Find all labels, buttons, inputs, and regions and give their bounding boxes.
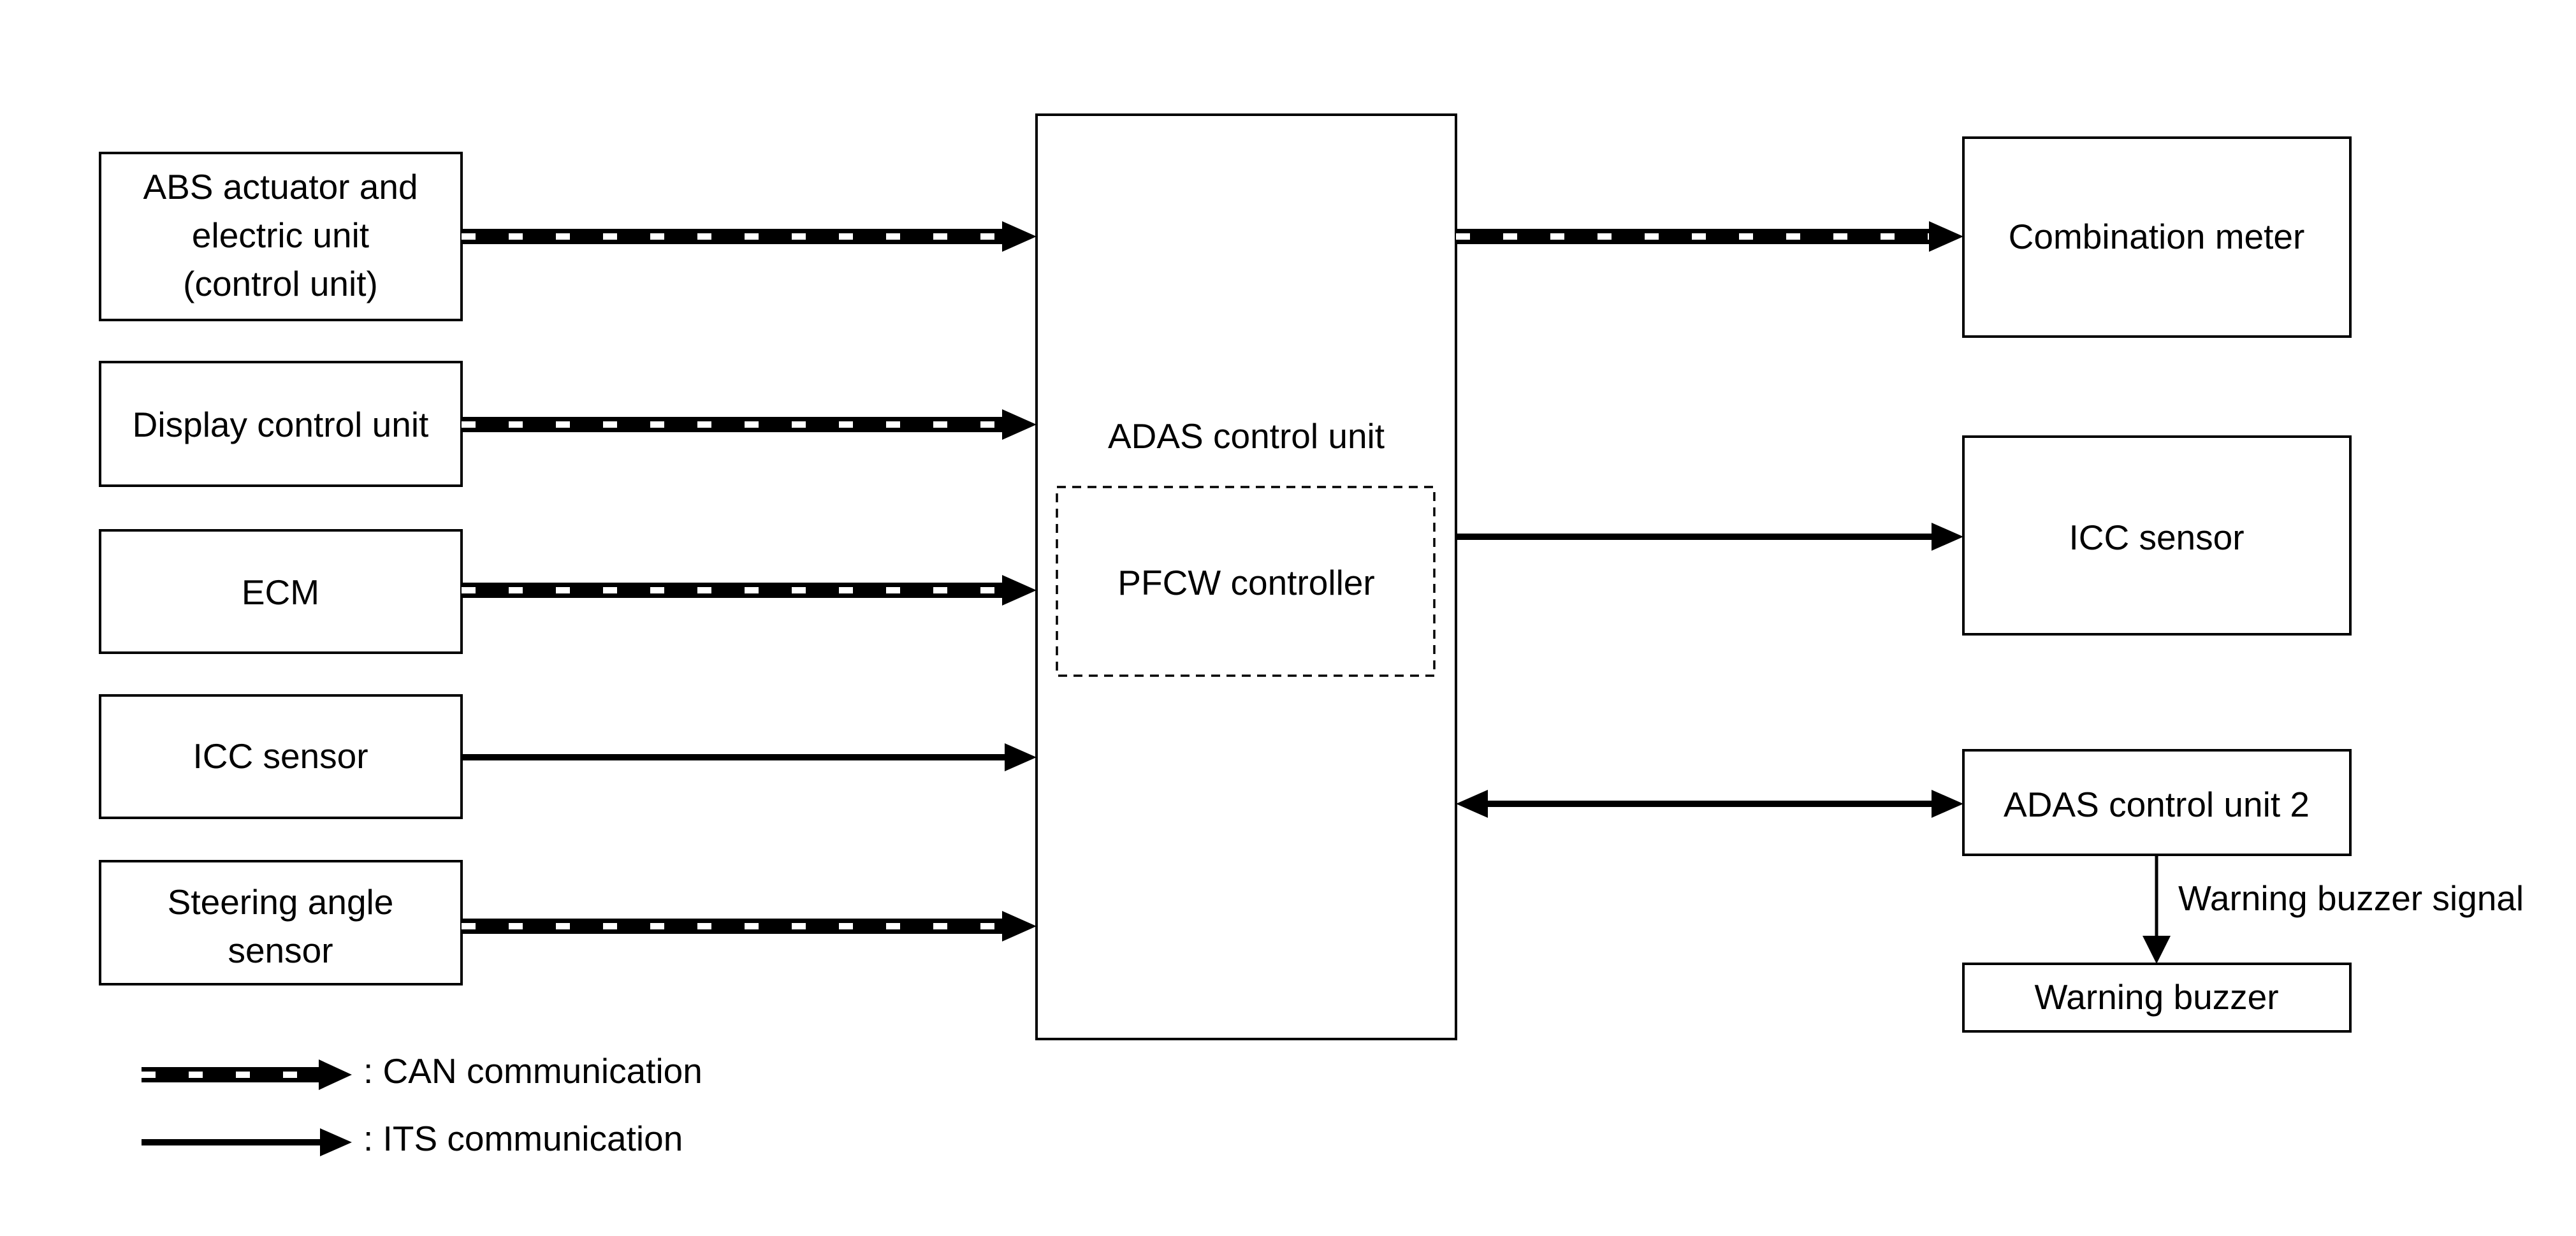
output-adas-control-unit-2: ADAS control unit 2 [1962, 749, 2352, 856]
output-icc-sensor-label: ICC sensor [2069, 518, 2244, 557]
input-ecm: ECM [99, 529, 463, 654]
link-display-to-adas [462, 409, 1037, 440]
output-icc-sensor: ICC sensor [1962, 435, 2352, 636]
pfcw-controller-box [1056, 486, 1436, 677]
link-adas-bidirectional-adas-2 [1456, 790, 1963, 818]
link-adas-2-to-buzzer [2143, 855, 2171, 964]
input-steering-line-1: Steering angle [168, 882, 394, 922]
legend-can-arrow [142, 1059, 352, 1090]
input-icc-sensor: ICC sensor [99, 694, 463, 819]
link-adas-to-combination-meter [1456, 221, 1963, 252]
output-combination-meter: Combination meter [1962, 136, 2352, 338]
legend: : CAN communication : ITS communication [142, 1051, 702, 1158]
link-icc-to-adas [462, 743, 1037, 771]
pfcw-controller-label: PFCW controller [1117, 563, 1374, 602]
input-display-control-unit: Display control unit [99, 361, 463, 487]
adas-control-unit-label: ADAS control unit [1108, 416, 1385, 456]
warning-buzzer-label: Warning buzzer [2034, 977, 2278, 1017]
input-steering-angle-sensor: Steering angle sensor [99, 860, 463, 985]
legend-its-arrow [142, 1128, 352, 1156]
input-abs-line-1: ABS actuator and [143, 167, 418, 207]
link-ecm-to-adas [462, 575, 1037, 606]
input-display-label: Display control unit [133, 405, 429, 444]
output-combination-meter-label: Combination meter [2009, 217, 2305, 256]
warning-buzzer: Warning buzzer [1962, 963, 2352, 1033]
input-abs-line-3: (control unit) [183, 264, 378, 303]
input-ecm-label: ECM [242, 572, 319, 612]
warning-buzzer-signal-label: Warning buzzer signal [2178, 878, 2524, 918]
link-steering-to-adas [462, 911, 1037, 942]
link-abs-to-adas [462, 221, 1037, 252]
input-abs-line-2: electric unit [192, 215, 369, 255]
output-adas-2-label: ADAS control unit 2 [2004, 785, 2310, 824]
input-icc-label: ICC sensor [193, 736, 368, 776]
legend-its-label: : ITS communication [363, 1119, 683, 1158]
link-adas-to-icc-sensor [1456, 523, 1963, 551]
legend-can-label: : CAN communication [363, 1051, 702, 1091]
input-abs-actuator: ABS actuator and electric unit (control … [99, 152, 463, 321]
adas-control-unit: ADAS control unit PFCW controller [1035, 113, 1457, 1040]
input-steering-line-2: sensor [228, 931, 333, 970]
